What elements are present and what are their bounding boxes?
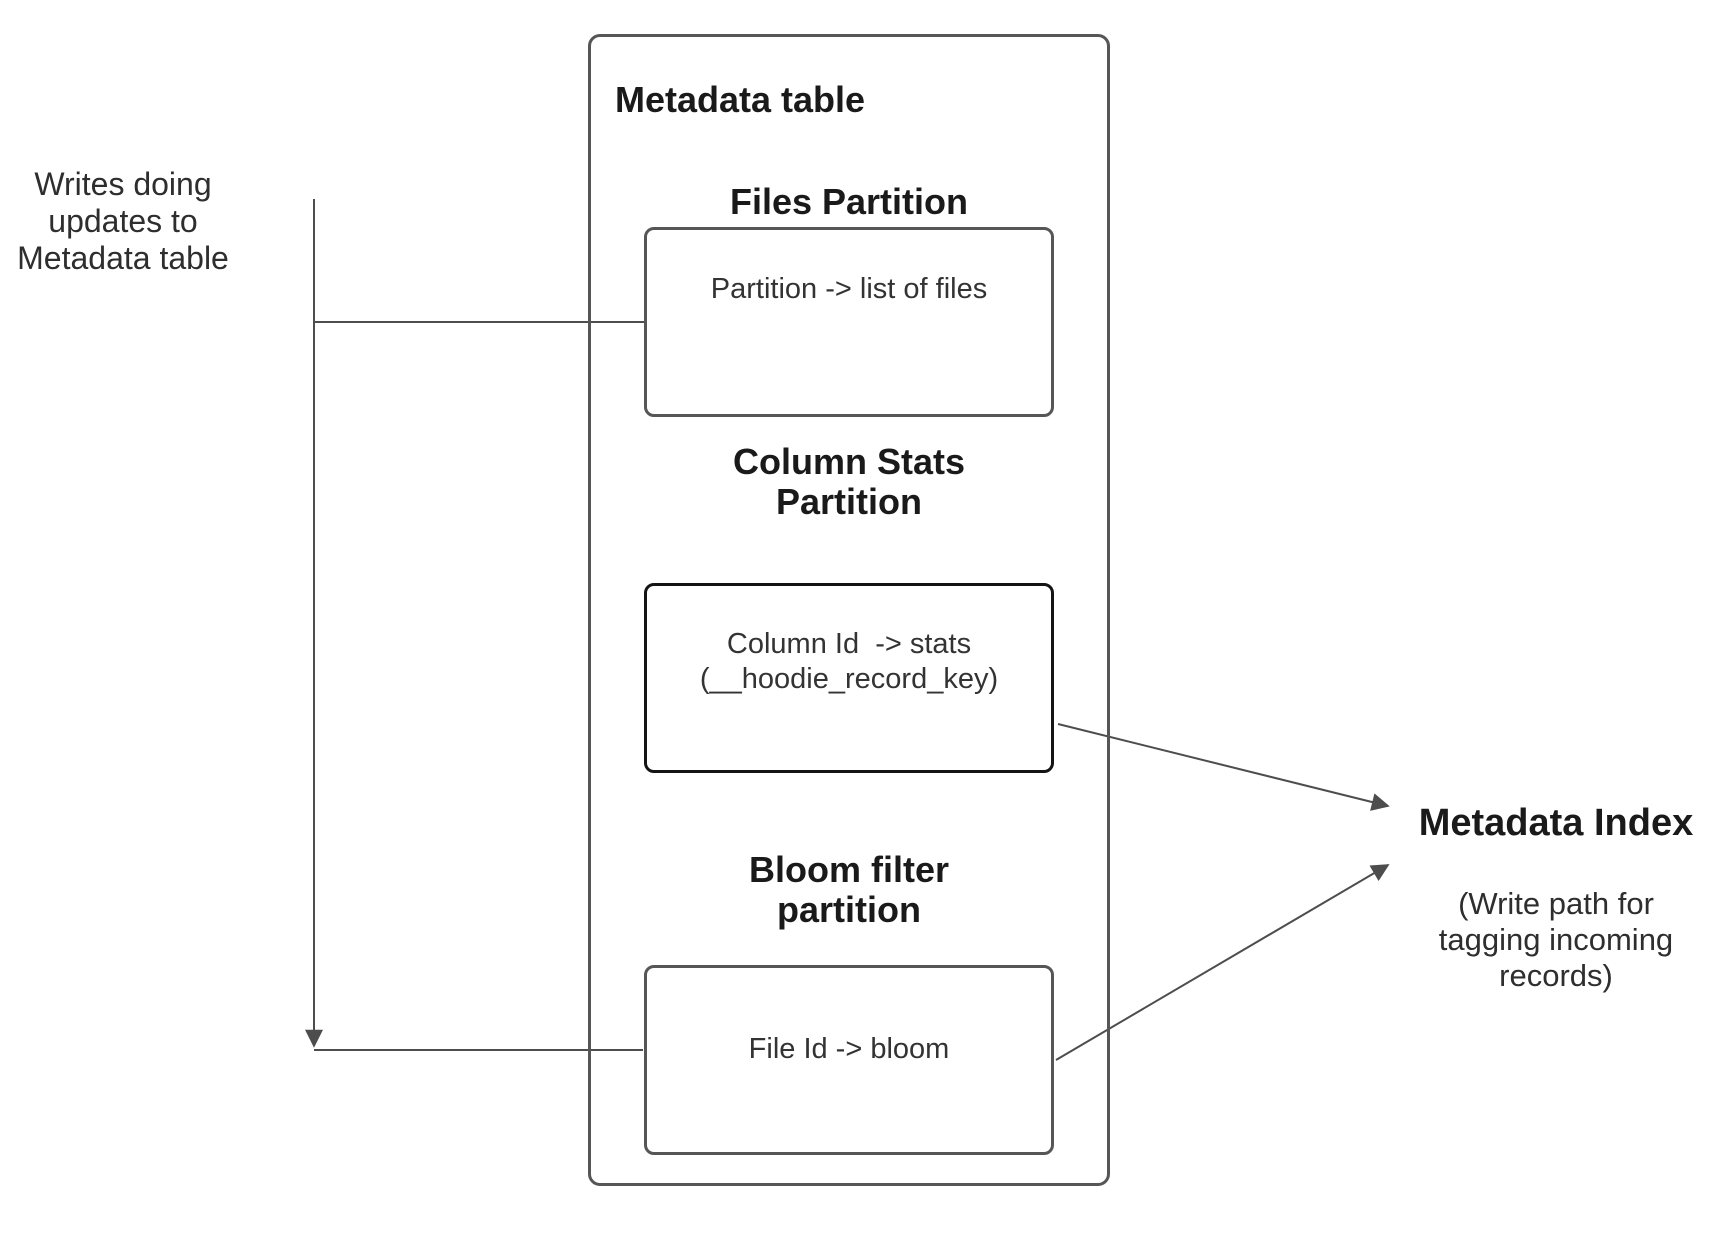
files-partition-box <box>644 227 1054 417</box>
bloom-filter-partition-box <box>644 965 1054 1155</box>
writes-annotation: Writes doing updates to Metadata table <box>17 166 229 276</box>
metadata-index-note: (Write path for tagging incoming records… <box>1438 886 1674 993</box>
files-partition-heading: Files Partition <box>729 181 969 222</box>
column-stats-partition-box <box>644 583 1054 773</box>
files-partition-label: Partition -> list of files <box>710 273 988 305</box>
metadata-table-box <box>588 34 1110 1186</box>
column-stats-partition-label: Column Id -> stats (__hoodie_record_key) <box>699 628 999 695</box>
bloom-filter-partition-label: File Id -> bloom <box>748 1033 950 1065</box>
column-stats-partition-heading: Column Stats Partition <box>732 441 965 522</box>
metadata-index-title: Metadata Index <box>1418 802 1694 844</box>
metadata-table-title: Metadata table <box>615 79 866 120</box>
bloom-filter-partition-heading: Bloom filter partition <box>748 849 949 930</box>
